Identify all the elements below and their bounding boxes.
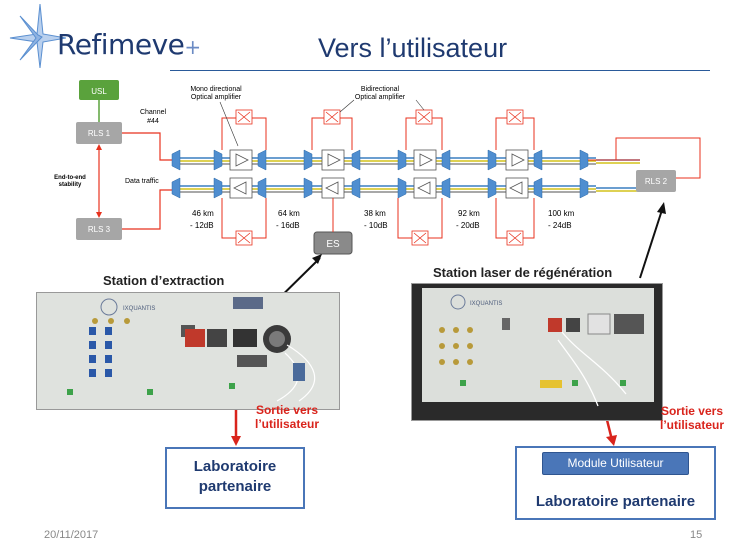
title-rule — [170, 70, 710, 71]
channel-label-1: Channel — [140, 109, 167, 116]
lab-left-line-1: Laboratoire — [193, 458, 277, 475]
station-regeneration-label: Station laser de régénération — [433, 265, 613, 280]
end-to-end-label-1: End-to-end — [54, 175, 86, 181]
rls1-box — [76, 122, 122, 144]
loop-boxes — [235, 109, 524, 246]
es-label: ES — [326, 239, 340, 250]
regeneration-brand: IXQUANTIS — [470, 301, 502, 307]
station-extraction-label: Station d’extraction — [103, 273, 225, 288]
sortie-right-label: Sortie vers l’utilisateur — [650, 404, 734, 432]
lab-partner-left: Laboratoire partenaire — [165, 447, 305, 509]
amplifiers — [229, 149, 529, 199]
sortie-right-line-1: Sortie vers — [660, 404, 724, 418]
lab-right-text: Laboratoire partenaire — [535, 493, 696, 510]
span-5-km: 100 km — [548, 209, 575, 218]
regeneration-panel-drawing: IXQUANTIS — [412, 284, 662, 420]
rls1-label: RLS 1 — [88, 129, 111, 138]
rls2-box — [636, 170, 676, 192]
extraction-panel-drawing: IXQUANTIS — [37, 293, 339, 409]
span-4-km: 92 km — [458, 209, 480, 218]
lab-partner-right: Module Utilisateur Laboratoire partenair… — [515, 446, 716, 520]
footer-page-number: 15 — [690, 529, 703, 541]
module-utilisateur-box: Module Utilisateur — [542, 452, 689, 475]
slide-title: Vers l’utilisateur — [318, 33, 508, 63]
sortie-right-line-2: l’utilisateur — [659, 418, 724, 432]
rls2-label: RLS 2 — [645, 177, 668, 186]
footer-date: 20/11/2017 — [44, 529, 99, 541]
bidir-amp-label-2: Optical amplifier — [355, 94, 406, 101]
mux-group — [171, 149, 589, 199]
bidir-amp-label-1: Bidirectional — [361, 86, 400, 93]
network-diagram: USL RLS 1 RLS 3 End-to-end stability Cha… — [54, 80, 701, 255]
rls3-box — [76, 218, 122, 240]
extraction-station-photo: IXQUANTIS — [36, 292, 340, 410]
sortie-left-label: Sortie vers l’utilisateur — [248, 403, 326, 431]
data-traffic-label: Data traffic — [125, 178, 159, 185]
span-1-km: 46 km — [192, 209, 214, 218]
refimeve-wordmark: Refimeve+ — [57, 28, 201, 61]
sortie-left-line-2: l’utilisateur — [254, 417, 319, 431]
mono-amp-label-2: Optical amplifier — [191, 94, 242, 101]
span-1-db: - 12dB — [190, 221, 214, 230]
span-3-km: 38 km — [364, 209, 386, 218]
end-to-end-label-2: stability — [59, 182, 82, 188]
sortie-left-line-1: Sortie vers — [255, 403, 319, 417]
usl-box — [79, 80, 119, 100]
span-2-km: 64 km — [278, 209, 300, 218]
channel-label-2: #44 — [147, 118, 159, 125]
span-4-db: - 20dB — [456, 221, 480, 230]
regeneration-station-photo: IXQUANTIS — [411, 283, 663, 421]
span-5-db: - 24dB — [548, 221, 572, 230]
extraction-brand: IXQUANTIS — [123, 306, 155, 312]
span-3-db: - 10dB — [364, 221, 388, 230]
usl-label: USL — [91, 87, 107, 96]
span-2-db: - 16dB — [276, 221, 300, 230]
mono-amp-label-1: Mono directional — [190, 86, 242, 93]
refimeve-star-logo — [9, 4, 66, 68]
rls3-label: RLS 3 — [88, 225, 111, 234]
lab-left-line-2: partenaire — [198, 478, 272, 495]
